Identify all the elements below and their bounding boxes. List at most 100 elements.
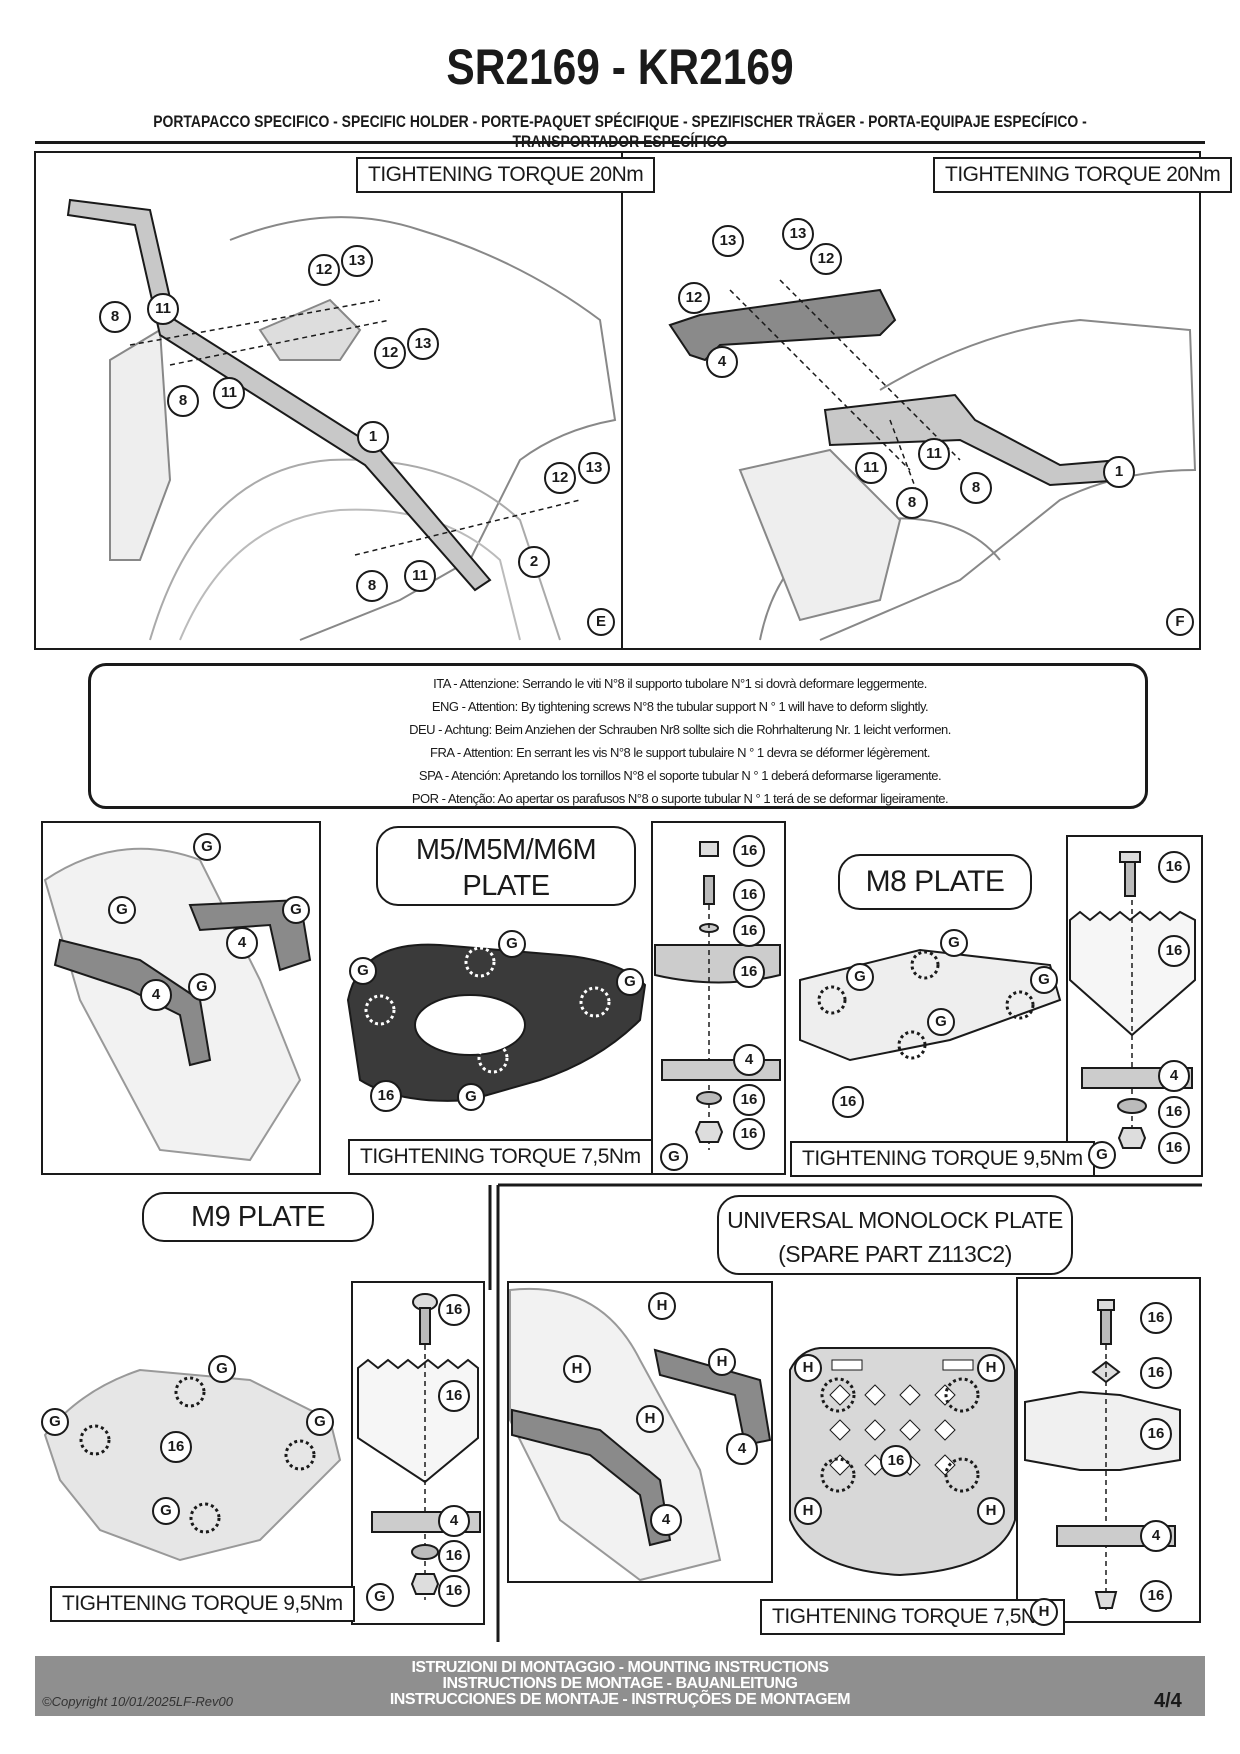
callout-16: 16 (1158, 935, 1190, 967)
bracket-4 (668, 288, 897, 362)
callout-h: H (636, 1405, 664, 1433)
callout-g: G (846, 963, 874, 991)
step-e-drawing (109, 216, 617, 641)
callout-4: 4 (650, 1504, 682, 1536)
callout-g: G (282, 896, 310, 924)
callout-g: G (1088, 1141, 1116, 1169)
callout-4: 4 (226, 927, 258, 959)
callout-g: G (457, 1083, 485, 1111)
m8-plate-drawing (799, 948, 1062, 1062)
callout-13: 13 (407, 328, 439, 360)
callout-g: G (306, 1408, 334, 1436)
callout-2: 2 (518, 546, 550, 578)
m5-plate-drawing (346, 943, 647, 1102)
warning-box (88, 663, 1148, 809)
callout-4: 4 (733, 1044, 765, 1076)
footer-line-2: INSTRUCTIONS DE MONTAGE - BAUANLEITUNG (442, 1675, 798, 1692)
m9-torque-label: TIGHTENING TORQUE 9,5Nm (50, 1586, 355, 1622)
callout-h: H (648, 1292, 676, 1320)
callout-h: H (794, 1497, 822, 1525)
callout-16: 16 (733, 915, 765, 947)
callout-16: 16 (1140, 1302, 1172, 1334)
warning-line-eng: ENG - Attention: By tightening screws N°… (431, 699, 929, 714)
callout-g: G (1030, 966, 1058, 994)
step-f-frame (621, 151, 1201, 650)
step-f-torque-label: TIGHTENING TORQUE 20Nm (933, 157, 1233, 193)
callout-g: G (927, 1008, 955, 1036)
monolock-torque-label: TIGHTENING TORQUE 7,5Nm (760, 1599, 1065, 1635)
callout-16: 16 (832, 1086, 864, 1118)
callout-16: 16 (160, 1431, 192, 1463)
callout-1: 1 (357, 421, 389, 453)
callout-4: 4 (706, 346, 738, 378)
m5-torque-label: TIGHTENING TORQUE 7,5Nm (348, 1139, 653, 1175)
step-f-drawing (738, 318, 1197, 641)
callout-16: 16 (438, 1294, 470, 1326)
callout-16: 16 (1140, 1418, 1172, 1450)
footer-instructions: ISTRUZIONI DI MONTAGGIO - MOUNTING INSTR… (35, 1660, 1205, 1708)
warning-line-ita: ITA - Attenzione: Serrando le viti N°8 i… (433, 676, 927, 691)
callout-8: 8 (896, 487, 928, 519)
monolock-plate-label: UNIVERSAL MONOLOCK PLATE (SPARE PART Z11… (717, 1195, 1073, 1275)
copyright-text: ©Copyright 10/01/2025LF-Rev00 (42, 1694, 233, 1709)
footer-bar (35, 1656, 1205, 1716)
callout-4: 4 (726, 1433, 758, 1465)
step-e-torque-label: TIGHTENING TORQUE 20Nm (356, 157, 656, 193)
step-e-letter: E (587, 608, 615, 636)
callout-16: 16 (733, 956, 765, 988)
callout-g: G (616, 968, 644, 996)
callout-g: G (188, 973, 216, 1001)
callout-4: 4 (140, 979, 172, 1011)
callout-g: G (349, 957, 377, 985)
warning-line-fra: FRA - Attention: En serrant les vis N°8 … (430, 745, 931, 760)
m9-exploded-frame (351, 1281, 485, 1625)
callout-12: 12 (544, 462, 576, 494)
m5-exploded-frame (651, 821, 786, 1175)
m8-torque-label: TIGHTENING TORQUE 9,5Nm (790, 1141, 1095, 1177)
callout-16: 16 (1140, 1580, 1172, 1612)
warning-line-spa: SPA - Atención: Apretando los tornillos … (418, 768, 942, 783)
callout-h: H (977, 1354, 1005, 1382)
callout-16: 16 (733, 835, 765, 867)
callout-13: 13 (341, 245, 373, 277)
bracket-view-2-frame (507, 1281, 773, 1583)
callout-h: H (977, 1497, 1005, 1525)
callout-16: 16 (1158, 1096, 1190, 1128)
rack-tube-1 (66, 198, 492, 592)
warning-line-deu: DEU - Achtung: Beim Anziehen der Schraub… (409, 722, 951, 737)
callout-4: 4 (1158, 1060, 1190, 1092)
callout-4: 4 (438, 1505, 470, 1537)
document-title: SR2169 - KR2169 (446, 39, 794, 95)
callout-4: 4 (1140, 1520, 1172, 1552)
callout-g: G (152, 1497, 180, 1525)
callout-11: 11 (404, 560, 436, 592)
document-subtitle: PORTAPACCO SPECIFICO - SPECIFIC HOLDER -… (153, 112, 1087, 151)
step-f-letter: F (1166, 608, 1194, 636)
callout-12: 12 (374, 337, 406, 369)
callout-g: G (108, 896, 136, 924)
callout-16: 16 (1158, 1132, 1190, 1164)
warning-line-por: POR - Atenção: Ao apertar os parafusos N… (411, 791, 949, 806)
monolock-exploded-drawing (1024, 1299, 1181, 1610)
step-f-guides (729, 279, 961, 501)
callout-16: 16 (733, 1118, 765, 1150)
m5-plate-label: M5/M5M/M6M PLATE (376, 826, 636, 906)
step-e-guides (129, 299, 581, 556)
callout-13: 13 (578, 452, 610, 484)
m8-exploded-frame (1066, 835, 1203, 1177)
callout-8: 8 (960, 472, 992, 504)
footer-line-1: ISTRUZIONI DI MONTAGGIO - MOUNTING INSTR… (411, 1659, 829, 1676)
callout-16: 16 (1140, 1357, 1172, 1389)
header-divider (35, 141, 1205, 144)
callout-16: 16 (1158, 851, 1190, 883)
callout-12: 12 (308, 254, 340, 286)
m8-plate-label: M8 PLATE (838, 854, 1032, 910)
callout-16: 16 (733, 879, 765, 911)
callout-1: 1 (1103, 456, 1135, 488)
callout-11: 11 (147, 293, 179, 325)
callout-g: G (660, 1143, 688, 1171)
callout-16: 16 (733, 1084, 765, 1116)
callout-h: H (563, 1355, 591, 1383)
callout-g: G (193, 833, 221, 861)
